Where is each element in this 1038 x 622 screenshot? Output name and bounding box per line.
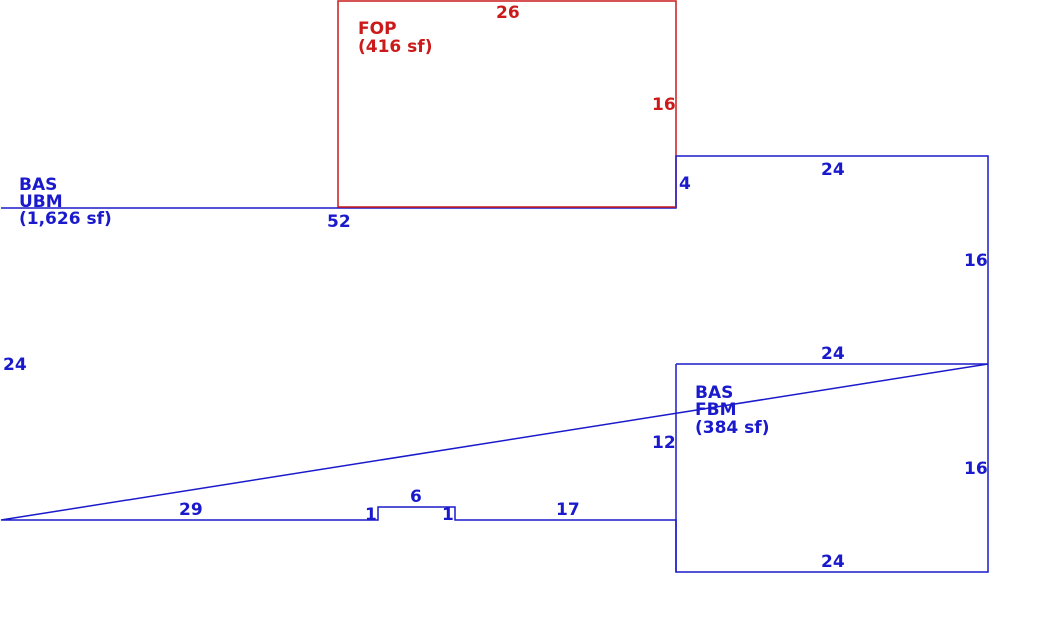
bas-ubm-code1-label: BAS bbox=[19, 175, 57, 195]
dim-main-top: 52 bbox=[327, 212, 351, 232]
dim-main-bottom-right: 17 bbox=[556, 500, 580, 520]
bas-ubm-code2-label: UBM bbox=[19, 192, 63, 212]
dim-fop-right: 16 bbox=[652, 95, 676, 115]
fop-code-label: FOP bbox=[358, 19, 397, 39]
dim-main-bottom-left: 29 bbox=[179, 500, 203, 520]
dim-notch-right: 1 bbox=[442, 505, 454, 525]
dim-upper-wing-top: 24 bbox=[821, 160, 845, 180]
dim-fbm-bottom: 24 bbox=[821, 552, 845, 572]
dim-upper-wing-bottom: 24 bbox=[821, 344, 845, 364]
dim-fbm-right: 16 bbox=[964, 459, 988, 479]
dim-fop-top: 26 bbox=[496, 3, 520, 23]
bas-fbm-code1-label: BAS bbox=[695, 383, 733, 403]
bas-fbm-code2-label: FBM bbox=[695, 400, 737, 420]
fop-outline bbox=[337, 0, 677, 208]
dim-notch-left: 1 bbox=[365, 505, 377, 525]
dim-notch-top: 6 bbox=[410, 487, 422, 507]
bas-fbm-area-label: (384 sf) bbox=[695, 418, 769, 438]
dim-upper-wing-right: 16 bbox=[964, 251, 988, 271]
bas-ubm-area-label: (1,626 sf) bbox=[19, 209, 112, 229]
main-building-outline bbox=[0, 155, 989, 573]
fop-area-label: (416 sf) bbox=[358, 37, 432, 57]
dim-step: 4 bbox=[679, 174, 691, 194]
dim-main-right: 12 bbox=[652, 433, 676, 453]
dim-main-left: 24 bbox=[3, 355, 27, 375]
